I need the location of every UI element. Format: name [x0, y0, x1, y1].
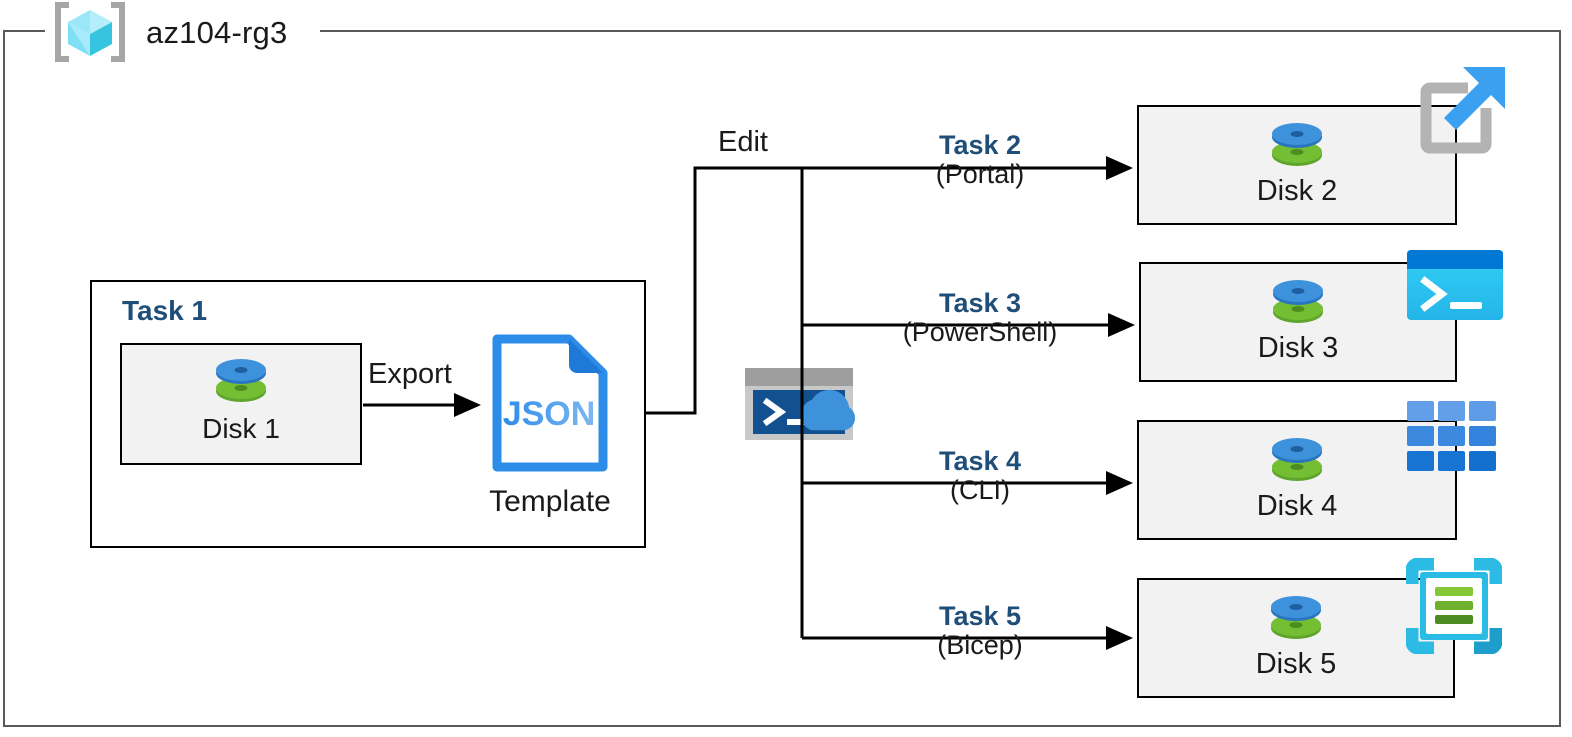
task2-title: Task 2 [938, 130, 1022, 160]
disk4-label: Disk 4 [1256, 490, 1338, 522]
disk5-box: Disk 5 [1137, 578, 1455, 698]
svg-text:JSON: JSON [503, 395, 596, 433]
resource-group-cube-icon [51, 2, 129, 62]
task4-title: Task 4 [938, 446, 1022, 476]
managed-disk-icon [1268, 274, 1328, 335]
managed-disk-icon [1267, 432, 1327, 493]
disk5-label: Disk 5 [1255, 648, 1337, 680]
bicep-file-icon [1405, 557, 1503, 655]
task5-title: Task 5 [938, 601, 1022, 631]
task4-edge-label: Task 4 (CLI) [855, 447, 1105, 504]
task2-method: (Portal) [935, 158, 1025, 189]
azure-cli-grid-icon [1406, 400, 1498, 472]
disk1-box: Disk 1 [120, 343, 362, 465]
disk2-box: Disk 2 [1137, 105, 1457, 225]
resource-group-frame-gap [45, 22, 320, 40]
task1-label: Task 1 [122, 295, 208, 326]
managed-disk-icon [1266, 590, 1326, 651]
task3-method: (PowerShell) [902, 316, 1058, 347]
disk3-label: Disk 3 [1257, 332, 1339, 364]
managed-disk-icon [1267, 117, 1327, 178]
resource-group-frame [3, 30, 1561, 727]
task5-edge-label: Task 5 (Bicep) [855, 602, 1105, 659]
disk4-box: Disk 4 [1137, 420, 1457, 540]
task3-title: Task 3 [938, 288, 1022, 318]
export-label: Export [368, 358, 452, 390]
edit-label: Edit [718, 126, 768, 158]
powershell-terminal-icon [1406, 249, 1504, 321]
task5-method: (Bicep) [937, 629, 1023, 660]
azure-portal-external-link-icon [1406, 62, 1510, 166]
task4-method: (CLI) [950, 474, 1010, 505]
json-file-icon: JSON [489, 333, 611, 473]
template-caption: Template [489, 485, 611, 518]
disk2-label: Disk 2 [1256, 175, 1338, 207]
resource-group-title: az104-rg3 [146, 15, 288, 50]
task3-edge-label: Task 3 (PowerShell) [855, 289, 1105, 346]
disk1-label: Disk 1 [202, 413, 280, 444]
cloud-shell-icon [743, 366, 863, 442]
task2-edge-label: Task 2 (Portal) [855, 131, 1105, 188]
managed-disk-icon [211, 353, 271, 414]
disk3-box: Disk 3 [1139, 262, 1457, 382]
